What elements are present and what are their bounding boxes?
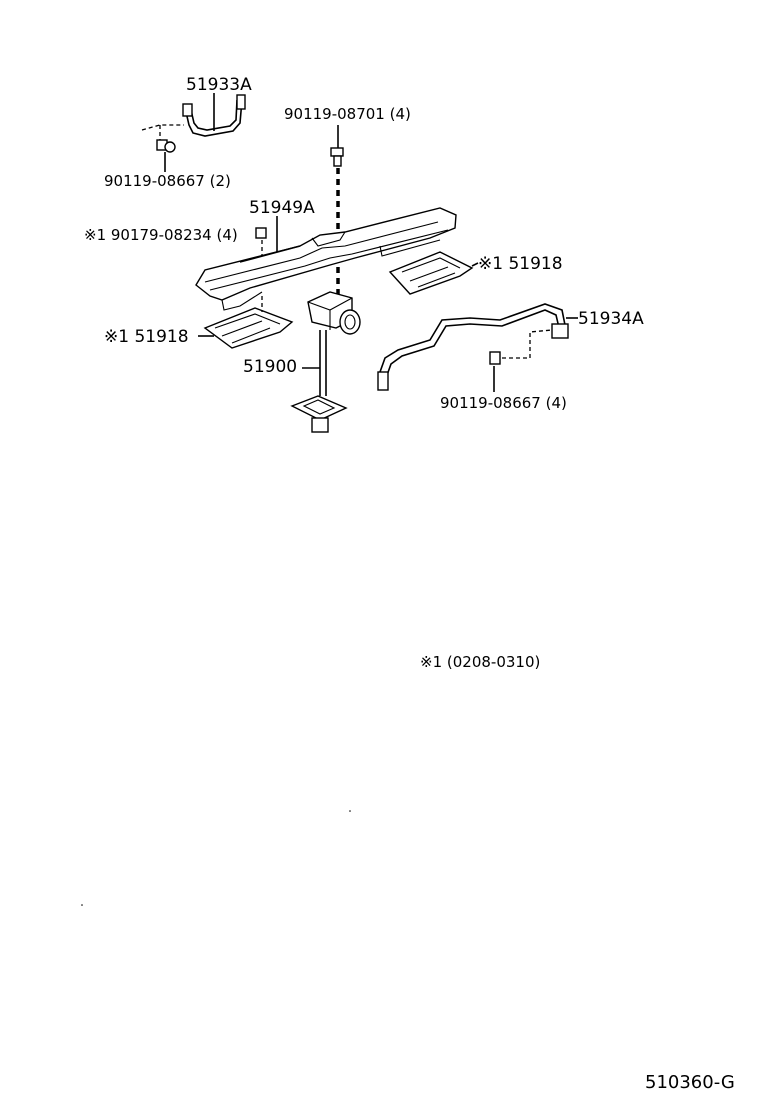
footnote: ※1 (0208-0310): [420, 653, 541, 671]
nut-left-drawing: [255, 227, 267, 256]
crossmember-drawing: [195, 207, 457, 311]
plate-left-drawing: [198, 296, 294, 349]
cable-bracket-right-drawing: [377, 303, 578, 391]
plate-right-drawing: [388, 251, 479, 295]
label-plate-left: ※1 51918: [104, 327, 189, 347]
scan-dot: [81, 904, 83, 906]
label-51949a: 51949A: [249, 198, 315, 218]
label-bolt-center: 90119-08701 (4): [284, 105, 411, 123]
bolt-center-drawing: [330, 125, 344, 300]
label-51934a: 51934A: [578, 309, 644, 329]
bolt-top-left-drawing: [141, 124, 184, 172]
label-bolt-right: 90119-08667 (4): [440, 394, 567, 412]
label-51933a: 51933A: [186, 75, 252, 95]
figure-code: 510360-G: [645, 1072, 735, 1093]
label-bolt-top-left: 90119-08667 (2): [104, 172, 231, 190]
carrier-drawing: [290, 291, 361, 433]
cable-bracket-top-drawing: [182, 93, 246, 137]
label-51900: 51900: [243, 357, 298, 377]
label-plate-right: ※1 51918: [478, 254, 563, 274]
bolt-right-drawing: [489, 329, 553, 392]
label-nut-left: ※1 90179-08234 (4): [84, 226, 238, 244]
scan-dot: [349, 810, 351, 812]
